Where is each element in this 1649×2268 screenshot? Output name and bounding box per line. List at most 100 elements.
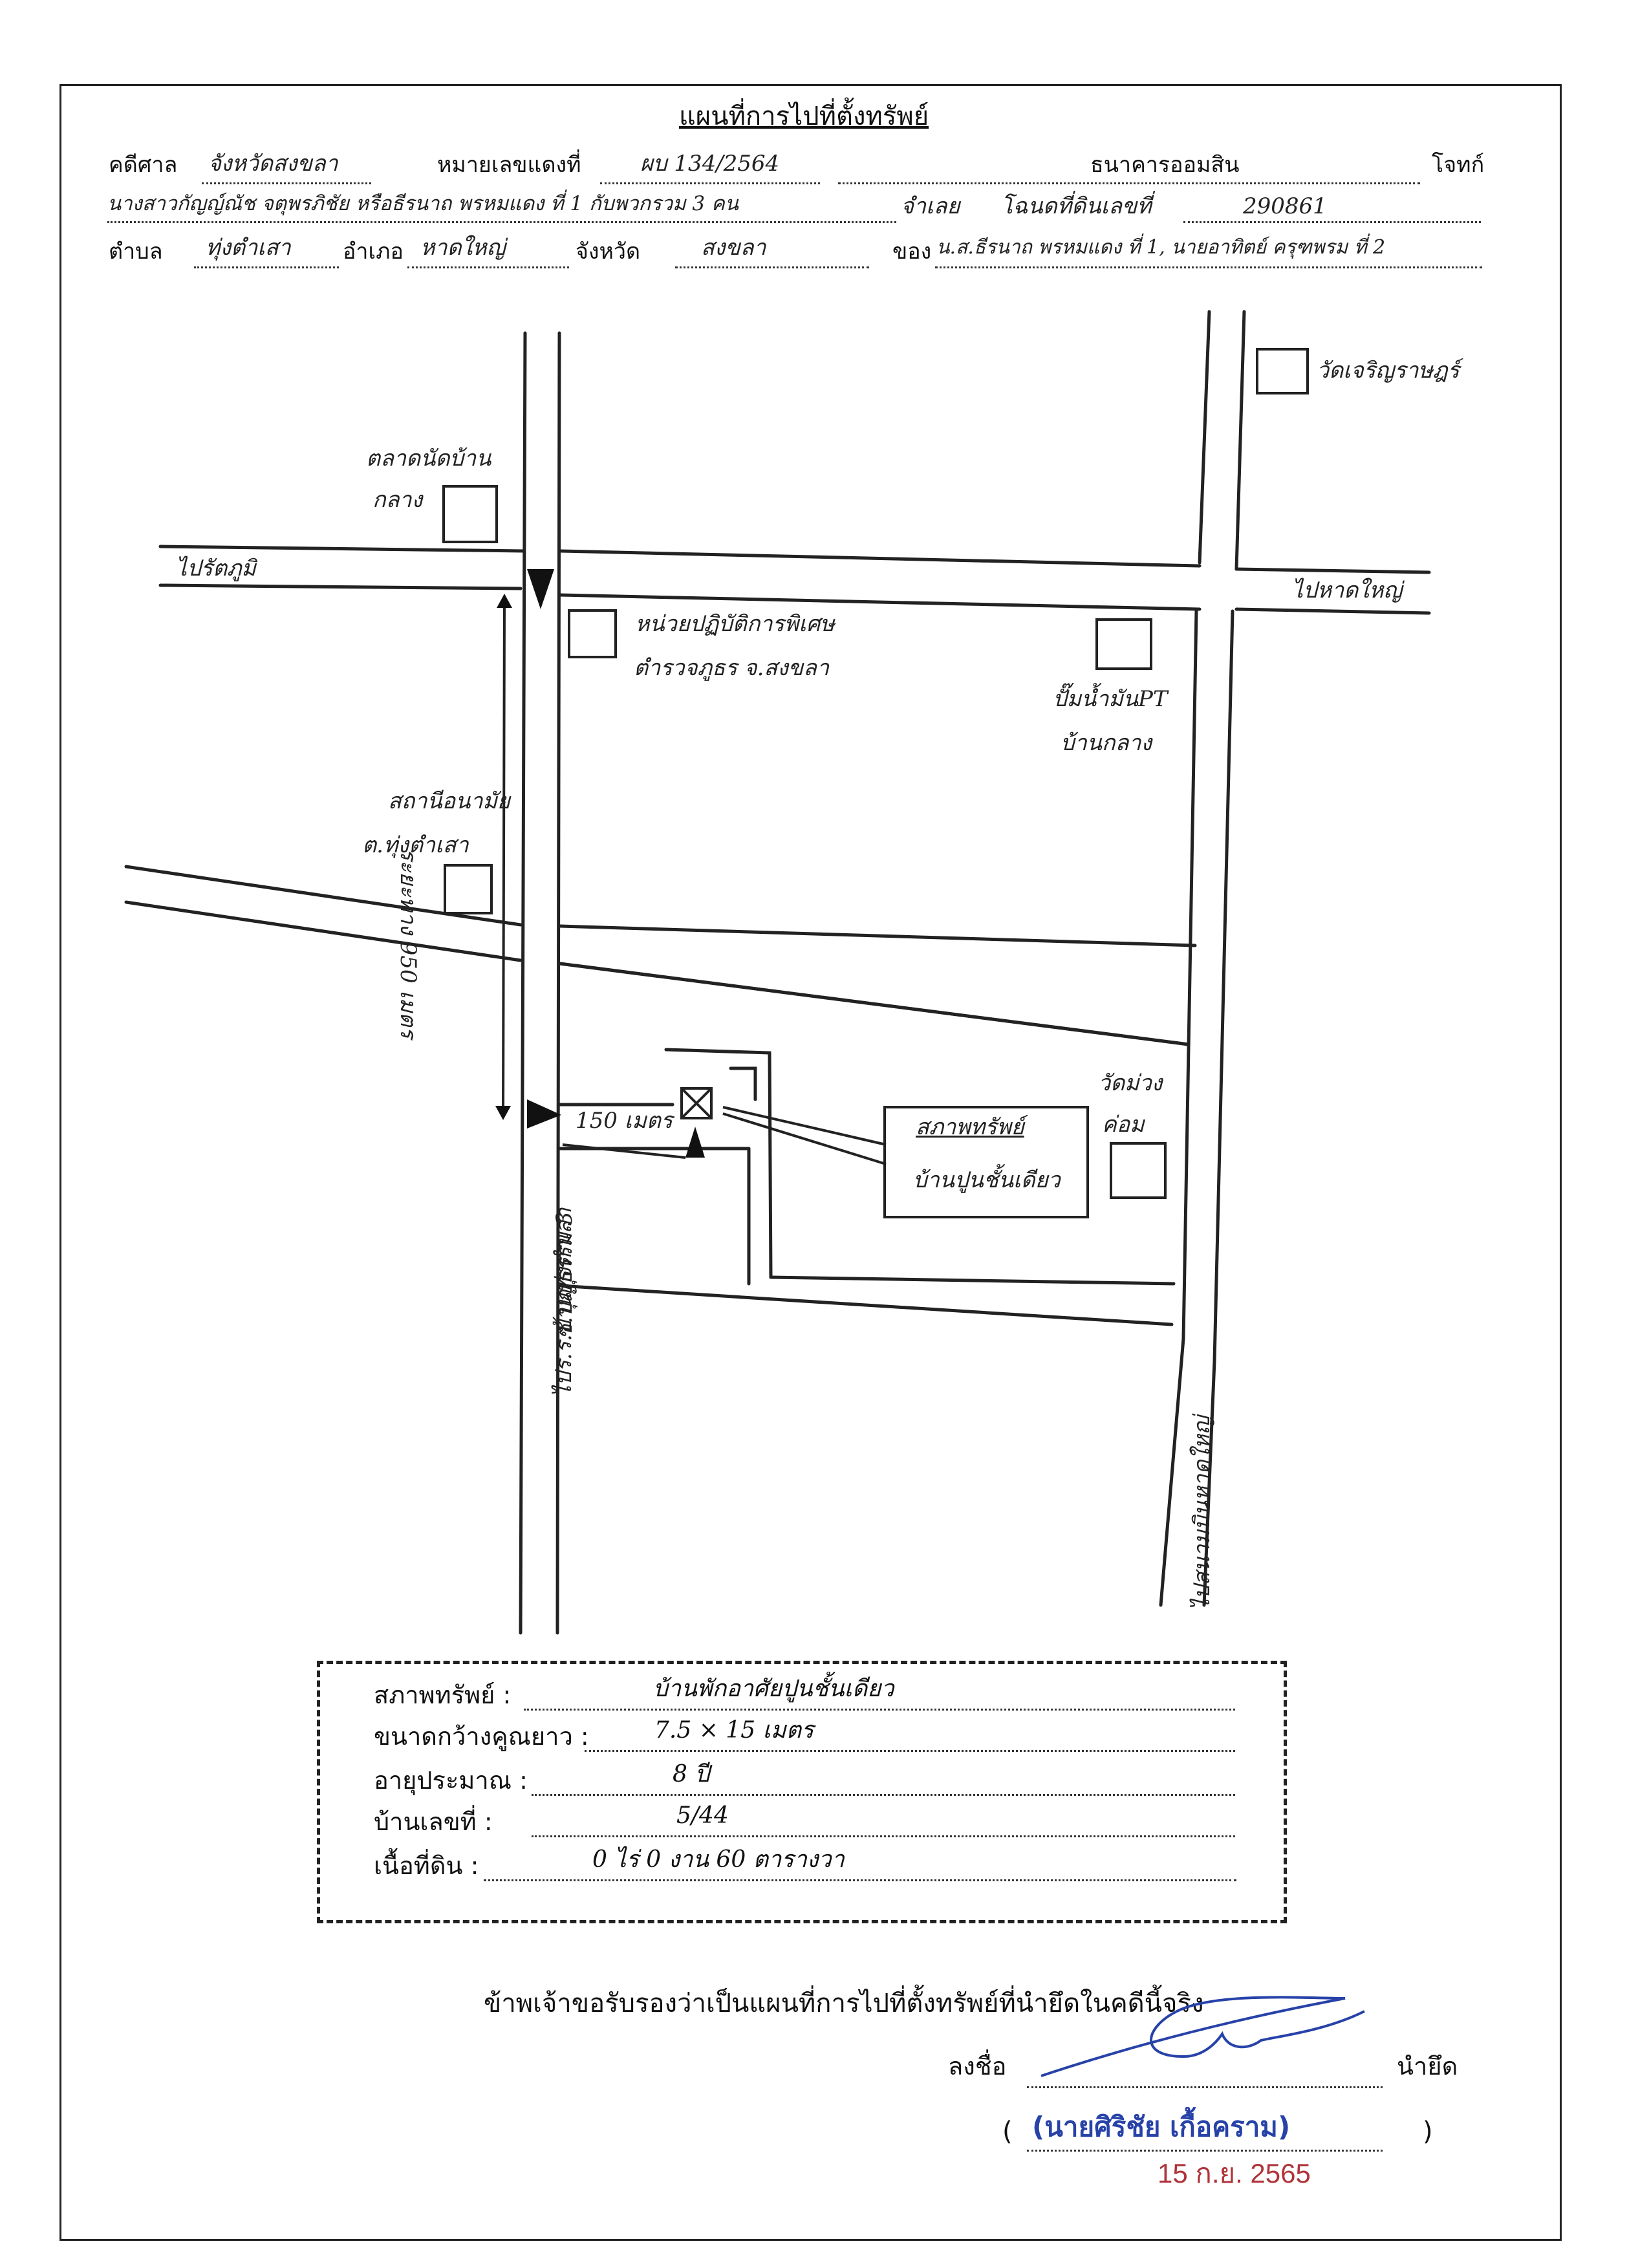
police-unit-label-1: หน่วยปฏิบัติการพิเศษ (635, 611, 835, 637)
house-no-value: 5/44 (676, 1802, 729, 1829)
court-value: จังหวัดสงขลา (208, 151, 338, 177)
signature-line (1027, 2086, 1383, 2088)
property-box-label-1: สภาพทรัพย์ (916, 1114, 1024, 1140)
sign-label: ลงชื่อ (948, 2052, 1007, 2080)
court-line (202, 182, 371, 184)
road-right-lower-right (1202, 609, 1234, 1607)
property-label-box (883, 1106, 1089, 1218)
market-label-1: ตลาดนัดบ้าน (366, 446, 491, 471)
road-top-upper-left (158, 545, 526, 553)
subdistrict-label: ตำบล (109, 239, 163, 265)
wat-muang-label-1: วัดม่วง (1098, 1070, 1163, 1096)
road-soi-inner (729, 1066, 757, 1101)
defendant-label: จำเลย (901, 193, 960, 219)
case-no-line (600, 182, 820, 184)
gas-station-label-1: ปั๊มน้ำมันPT (1053, 686, 1168, 712)
road-right-label: ไปสนามบินหาดใหญ่ (1189, 1416, 1215, 1610)
signature-scribble (1040, 1996, 1365, 2077)
signer-name-line (1027, 2150, 1383, 2152)
owner-line (935, 266, 1482, 268)
police-unit-label-2: ตำรวจภูธร จ.สงขลา (634, 655, 829, 681)
plaintiff-line (838, 182, 1420, 184)
property-cross (680, 1087, 713, 1119)
road-top-upper-right (1234, 567, 1431, 574)
size-line (585, 1750, 1235, 1752)
page-title: แผนที่การไปที่ตั้งทรัพย์ (679, 102, 929, 131)
to-rattaphum-label: ไปรัตภูมิ (176, 556, 256, 581)
seizer-label: นำยึด (1397, 2052, 1458, 2080)
court-label: คดีศาล (109, 152, 178, 178)
age-line (532, 1794, 1235, 1796)
health-station-marker (444, 864, 493, 914)
condition-label: สภาพทรัพย์ : (374, 1681, 512, 1709)
distance-horizontal-arrow (562, 1143, 686, 1159)
health-station-label-2: ต.ทุ่งตำเสา (362, 832, 469, 858)
road-mid-lower-left (124, 900, 523, 962)
road-right-right-edge (1234, 310, 1246, 571)
road-mid-upper-left (124, 865, 523, 927)
market-label-2: กลาง (372, 487, 423, 513)
case-no-label: หมายเลขแดงที่ (437, 152, 581, 178)
road-top-lower-left (158, 583, 523, 590)
plaintiff-value: ธนาคารออมสิน (1090, 152, 1240, 178)
subdistrict-value: ทุ่งตำเสา (206, 235, 291, 261)
arrow-top (527, 569, 554, 609)
health-station-label-1: สถานีอนามัย (388, 788, 510, 814)
age-label: อายุประมาณ : (374, 1766, 528, 1795)
wat-charoen-label: วัดเจริญราษฎร์ (1317, 358, 1460, 383)
road-right-lower-left (1159, 609, 1198, 1607)
certification-text: ข้าพเจ้าขอรับรองว่าเป็นแผนที่การไปที่ตั้… (484, 1989, 1204, 2018)
plaintiff-label: โจทก์ (1432, 152, 1485, 178)
wat-muang-marker (1110, 1142, 1167, 1199)
road-main-left-edge (519, 331, 527, 1635)
police-unit-marker (568, 609, 617, 658)
defendant-line (107, 221, 896, 223)
road-lower-block-inner (769, 1275, 1176, 1286)
signer-name-stamp: (นายศิริชัย เกื้อคราม) (1032, 2111, 1291, 2143)
document-border (59, 84, 1562, 2241)
road-soi-upper (664, 1048, 773, 1279)
wat-muang-label-2: ค่อม (1102, 1112, 1145, 1138)
road-right-left-edge (1198, 310, 1211, 565)
land-area-line (484, 1879, 1236, 1881)
property-box-label-2: บ้านปูนชั้นเดียว (913, 1167, 1061, 1193)
land-area-value: 0 ไร่ 0 งาน 60 ตารางวา (592, 1846, 845, 1873)
distance-arrow-head-top (497, 594, 512, 608)
road-lower-block-top (558, 962, 1191, 1046)
road-mid-upper-right (558, 924, 1197, 947)
gas-station-marker (1095, 618, 1152, 670)
gas-station-label-2: บ้านกลาง (1061, 730, 1152, 756)
deed-line (1183, 221, 1481, 223)
owner-value: น.ส.ธีรนาถ พรหมแดง ที่ 1, นายอาทิตย์ ครุ… (936, 236, 1386, 259)
condition-value: บ้านพักอาศัยปูนชั้นเดียว (653, 1676, 894, 1702)
market-marker (442, 485, 498, 543)
subdistrict-line (194, 266, 339, 268)
road-top-lower-mid (558, 593, 1202, 611)
province-value: สงขลา (701, 235, 766, 261)
wat-charoen-marker (1256, 348, 1309, 394)
to-hatyai-label: ไปหาดใหญ่ (1292, 578, 1403, 603)
road-lower-block-bottom (558, 1284, 1174, 1326)
owner-label: ของ (892, 239, 932, 265)
road-soi-label: ซ.บุญธรรม 3 (552, 1211, 577, 1339)
land-area-label: เนื้อที่ดิน : (374, 1852, 479, 1880)
distance-horizontal-label: 150 เมตร (576, 1108, 673, 1134)
arrow-left (527, 1099, 561, 1129)
house-no-line (532, 1835, 1235, 1837)
paren-open: ( (1002, 2117, 1013, 2146)
deed-label: โฉนดที่ดินเลขที่ (1001, 193, 1152, 219)
distance-arrow-head-bottom (495, 1106, 511, 1120)
size-value: 7.5 × 15 เมตร (654, 1717, 814, 1744)
arrow-up (685, 1127, 705, 1158)
condition-line (524, 1709, 1235, 1711)
province-label: จังหวัด (576, 239, 641, 265)
property-summary-box (317, 1661, 1287, 1923)
province-line (675, 266, 869, 268)
case-no-value: ผบ 134/2564 (640, 151, 780, 177)
property-pointer (722, 1106, 887, 1165)
date-stamp: 15 ก.ย. 2565 (1158, 2158, 1311, 2188)
road-main-right-edge (555, 331, 561, 1635)
size-label: ขนาดกว้างคูณยาว : (374, 1722, 589, 1751)
district-label: อำเภอ (343, 239, 404, 265)
